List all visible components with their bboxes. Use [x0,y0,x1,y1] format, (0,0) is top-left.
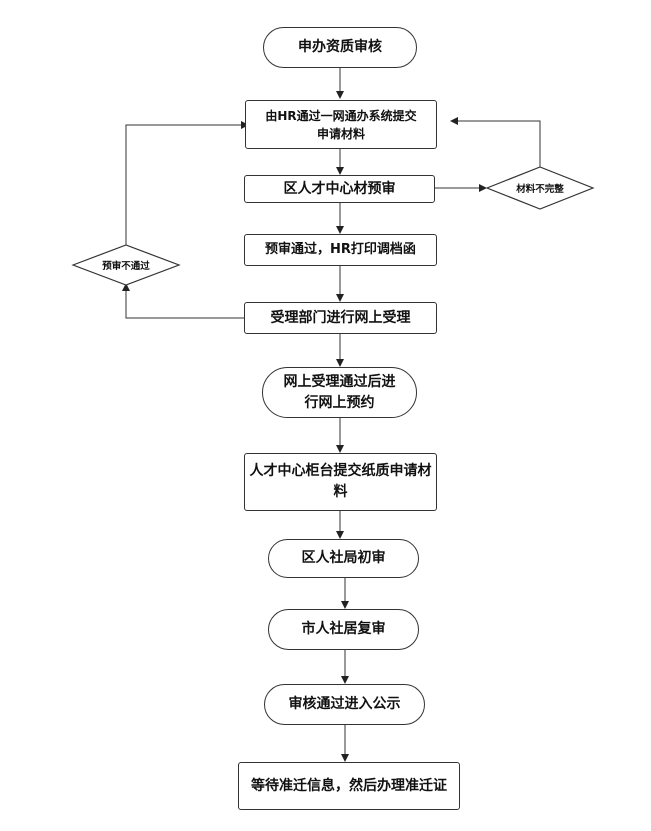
node-submit-label-line2: 申请材料 [316,126,365,141]
decision-label-incomplete: 材料不完整 [516,184,564,195]
node-city-review: 市人社居复审 [268,609,419,650]
node-appointment: 网上受理通过后进 行网上预约 [262,367,417,418]
node-start-label: 申办资质审核 [298,39,382,55]
node-appointment-label-line1: 网上受理通过后进 [283,373,396,390]
node-appointment-label-line2: 行网上预约 [304,394,375,411]
node-final-label: 等待准迁信息，然后办理准迁证 [251,777,447,794]
node-counter-label-line1: 人才中心柜台提交纸质申请材 [249,463,432,479]
node-counter-label-line2: 料 [333,484,348,500]
node-start: 申办资质审核 [263,27,417,68]
node-pre-pass: 预审通过，HR打印调档函 [244,234,437,266]
node-counter-submit: 人才中心柜台提交纸质申请材 料 [244,453,437,511]
decision-diamond-incomplete [485,166,595,210]
node-dept-accept: 受理部门进行网上受理 [244,302,437,334]
arrow-incomplete-to-submit [450,117,541,167]
node-district-review: 区人社局初审 [268,539,419,578]
arrow-accept-to-notpassed [122,283,244,319]
node-publicity-label: 审核通过进入公示 [288,696,401,712]
node-publicity: 审核通过进入公示 [264,684,425,725]
node-city-review-label: 市人社居复审 [301,621,386,637]
decision-label-not-passed: 预审不通过 [102,261,150,272]
node-pre-review: 区人才中心材预审 [244,175,435,203]
node-pre-review-label: 区人才中心材预审 [283,180,396,197]
decision-diamond-not-passed [71,244,181,286]
node-submit-label-line1: 由HR通过一网通办系统提交 [265,108,417,123]
node-district-review-label: 区人社局初审 [301,550,386,566]
arrow-notpassed-to-submit [125,121,249,245]
node-submit-materials: 由HR通过一网通办系统提交 申请材料 [245,100,437,149]
node-dept-accept-label: 受理部门进行网上受理 [270,309,411,326]
node-pre-pass-label: 预审通过，HR打印调档函 [265,242,416,258]
node-final: 等待准迁信息，然后办理准迁证 [238,762,460,810]
